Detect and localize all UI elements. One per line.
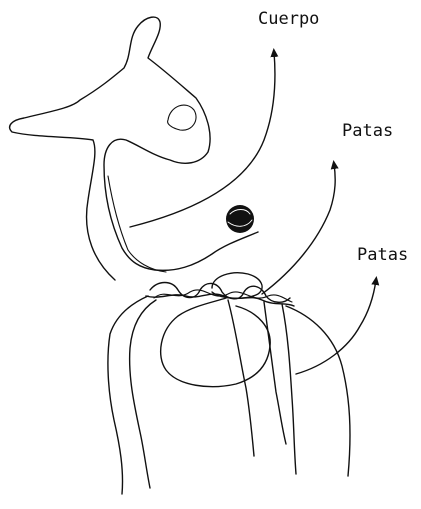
arrow-body (130, 52, 275, 227)
leg-mid-2 (264, 302, 286, 444)
arrow-legs-2 (296, 280, 376, 374)
label-legs-1: Patas (342, 121, 393, 141)
animal-belly-loop (161, 298, 271, 387)
leg-front-left (108, 296, 148, 494)
leg-back-2 (286, 306, 350, 476)
animal-head-outline (10, 17, 258, 280)
leg-front-left-inner (130, 300, 156, 488)
label-body: Cuerpo (258, 9, 319, 29)
animal-neck-inner-line (108, 176, 166, 272)
leg-back-1 (282, 304, 296, 474)
arrow-legs-1 (262, 164, 335, 294)
animal-eye (168, 105, 196, 130)
label-legs-2: Patas (357, 245, 408, 265)
